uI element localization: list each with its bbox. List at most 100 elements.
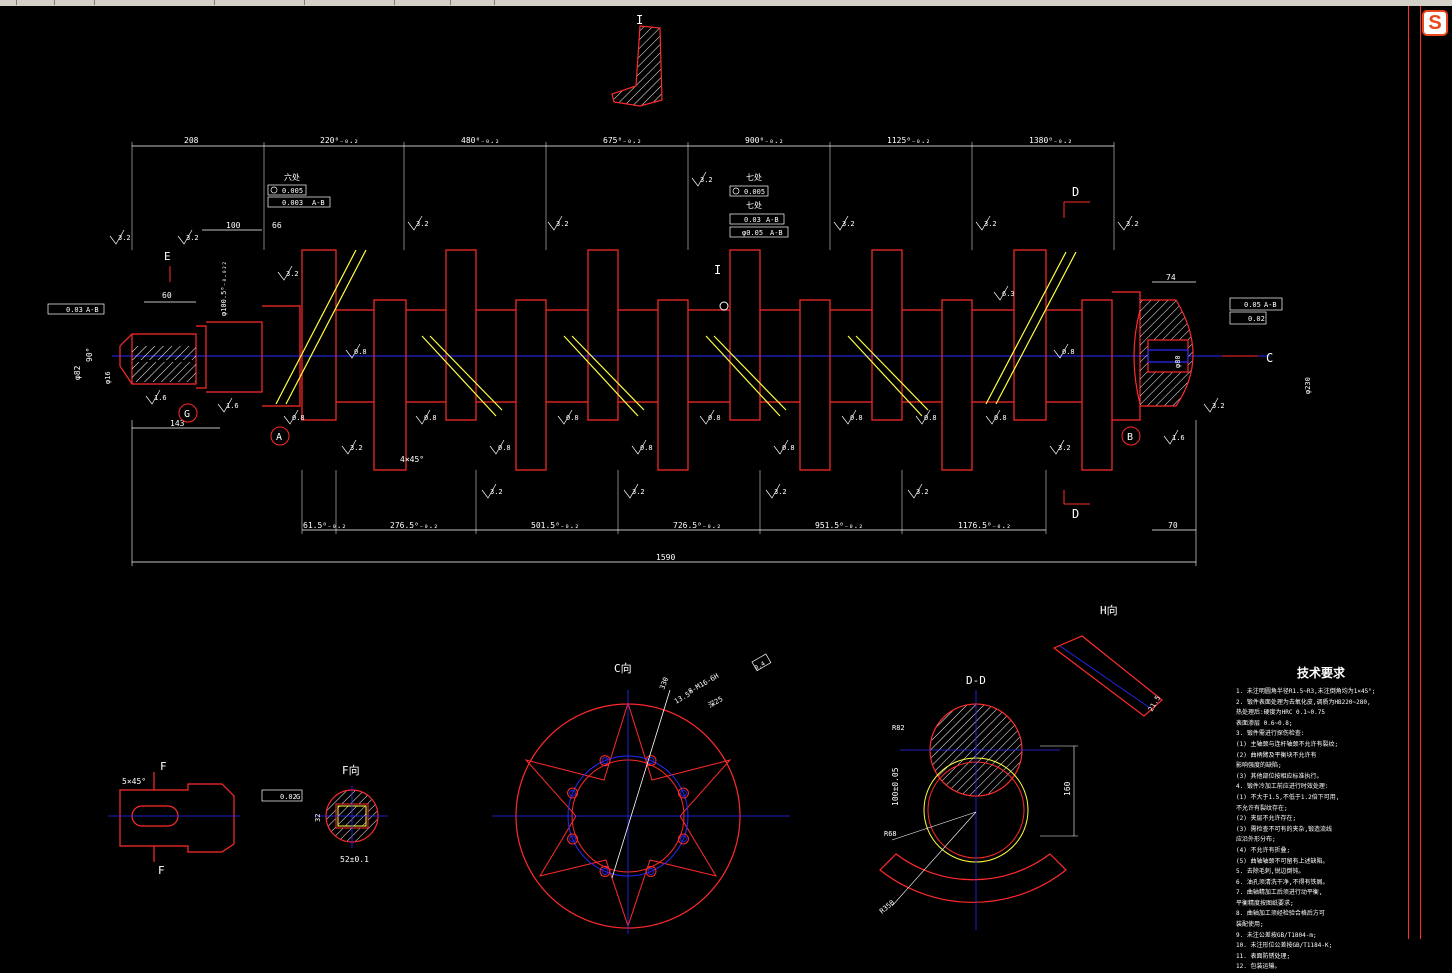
roughness-value: 3.2 bbox=[286, 270, 299, 278]
oil-hole-line bbox=[571, 335, 645, 411]
overall-length-label: 1590 bbox=[656, 553, 675, 562]
roughness-symbol bbox=[765, 483, 781, 499]
svg-text:六处: 六处 bbox=[284, 172, 300, 182]
section-d-top-label: D bbox=[1072, 185, 1079, 199]
bolt-hole-inner bbox=[680, 789, 687, 797]
tech-requirements-list: 1. 未注明圆角半径R1.5~R3,未注倒角均为1×45°;2. 锻件表面处理为… bbox=[1236, 687, 1406, 973]
svg-text:H向: H向 bbox=[1100, 603, 1118, 617]
datum-b-label: B bbox=[1127, 432, 1133, 443]
toolbar-button[interactable] bbox=[40, 0, 55, 5]
svg-text:0.005: 0.005 bbox=[744, 188, 765, 196]
roughness-symbol bbox=[993, 285, 1009, 301]
dim-bottom-label: 726.5⁰₋₀.₂ bbox=[673, 521, 721, 530]
bolt-hole-inner bbox=[680, 835, 687, 843]
toolbar-button[interactable] bbox=[80, 0, 95, 5]
tech-line: 应沿外形分布; bbox=[1236, 836, 1276, 844]
oil-hole-line bbox=[855, 335, 929, 411]
tech-line: 5. 去除毛刺,锐边倒钝。 bbox=[1236, 868, 1305, 876]
tech-line: (1) 不大于1.5,不低于1.2倍下可用, bbox=[1236, 793, 1340, 801]
roughness-value: 0.8 bbox=[924, 414, 937, 422]
roughness-value: 3.2 bbox=[842, 220, 855, 228]
svg-text:160: 160 bbox=[1063, 781, 1072, 796]
roughness-symbol bbox=[481, 483, 497, 499]
svg-text:φ0.05: φ0.05 bbox=[742, 229, 763, 237]
crank-web bbox=[871, 249, 903, 421]
crank-web bbox=[799, 299, 831, 471]
view-c-label: C bbox=[1266, 351, 1273, 365]
tech-line: 7. 曲轴精加工后须进行动平衡, bbox=[1236, 889, 1323, 897]
dim-bottom-label: 276.5⁰₋₀.₂ bbox=[390, 521, 438, 530]
dim-top-label: 480⁰₋₀.₂ bbox=[461, 136, 500, 145]
roughness-value: 6.3 bbox=[1002, 290, 1015, 298]
roughness-value: 0.8 bbox=[566, 414, 579, 422]
roughness-symbol bbox=[699, 409, 715, 425]
svg-text:A-B: A-B bbox=[1264, 301, 1277, 309]
crank-web bbox=[1081, 299, 1113, 471]
tech-line: 2. 锻件表面处理为去氧化皮,调质为HB220~280, bbox=[1236, 698, 1371, 706]
svg-text:D-D: D-D bbox=[966, 674, 986, 687]
tech-line: (3) 其他部位按相应标准执行。 bbox=[1236, 772, 1323, 780]
roughness-value: 0.8 bbox=[498, 444, 511, 452]
roughness-symbol bbox=[773, 439, 789, 455]
roughness-value: 3.2 bbox=[1058, 444, 1071, 452]
right-shaft-end bbox=[1112, 291, 1194, 421]
roughness-value: 3.2 bbox=[186, 234, 199, 242]
roughness-symbol bbox=[1049, 439, 1065, 455]
datum-g-label: G bbox=[184, 409, 190, 420]
sogou-ime-icon[interactable]: S bbox=[1422, 10, 1448, 36]
roughness-value: 0.8 bbox=[782, 444, 795, 452]
toolbar-button[interactable] bbox=[480, 0, 495, 5]
roughness-symbol bbox=[415, 409, 431, 425]
toolbar-button[interactable] bbox=[2, 0, 17, 5]
dim-bottom-label: 951.5⁰₋₀.₂ bbox=[815, 521, 863, 530]
view-h: H向 21.5 bbox=[1052, 603, 1163, 717]
tolerance-frame-seven: 七处 0.005 七处 0.03 A-B φ0.05 A-B bbox=[729, 172, 789, 238]
svg-text:R82: R82 bbox=[892, 724, 905, 732]
svg-text:0.02: 0.02 bbox=[280, 793, 297, 801]
svg-text:0.4: 0.4 bbox=[754, 660, 767, 672]
tolerance-frame-right: 0.05 A-B 0.02 bbox=[1229, 297, 1283, 325]
dim-60: 60 bbox=[162, 291, 172, 300]
svg-text:0.02: 0.02 bbox=[1248, 315, 1265, 323]
toolbar-button[interactable] bbox=[380, 0, 395, 5]
bolt-hole bbox=[567, 833, 579, 845]
left-dia-16: φ16 bbox=[104, 371, 112, 384]
roughness-value: 0.8 bbox=[292, 414, 305, 422]
toolbar-button[interactable] bbox=[196, 0, 215, 5]
oil-hole-diagonal bbox=[985, 251, 1067, 405]
detail-i-leader-label: I bbox=[714, 263, 721, 277]
drawing-canvas[interactable] bbox=[0, 6, 1452, 939]
tech-line: 11. 表面防锈处理; bbox=[1236, 952, 1291, 960]
bolt-hole-inner bbox=[569, 835, 576, 843]
detail-i-view: I bbox=[611, 13, 663, 107]
tech-line: (4) 不允许有折叠; bbox=[1236, 846, 1291, 854]
roughness-symbol bbox=[557, 409, 573, 425]
svg-text:5×45°: 5×45° bbox=[122, 777, 146, 786]
journal-edge bbox=[546, 309, 588, 403]
crank-web bbox=[373, 299, 407, 471]
svg-text:100±0.05: 100±0.05 bbox=[891, 767, 900, 806]
roughness-value: 0.8 bbox=[994, 414, 1007, 422]
roughness-symbol bbox=[283, 409, 299, 425]
bolt-hole bbox=[599, 755, 611, 767]
bolt-hole bbox=[567, 787, 579, 799]
toolbar-button[interactable] bbox=[290, 0, 305, 5]
dim-bottom-label: 61.5⁰₋₀.₂ bbox=[303, 521, 346, 530]
toolbar-button[interactable] bbox=[436, 0, 451, 5]
crank-web bbox=[941, 299, 973, 471]
svg-text:0.003: 0.003 bbox=[282, 199, 303, 207]
tech-line: 影响强度的缺陷; bbox=[1236, 762, 1282, 770]
tech-line: 4. 锻件冷加工前应进行时效处理: bbox=[1236, 783, 1329, 791]
dim-74: 74 bbox=[1166, 273, 1176, 282]
main-journal-dia: φ100.5⁰₋₀.₀₂₂ bbox=[220, 261, 228, 316]
journal-edge bbox=[830, 309, 872, 403]
oil-hole-line bbox=[429, 335, 503, 411]
tech-line: 不允许有裂纹存在; bbox=[1236, 804, 1288, 812]
bolt-hole-inner bbox=[601, 757, 609, 764]
bolt-hole-inner bbox=[601, 868, 609, 875]
roughness-symbol bbox=[109, 229, 125, 245]
dim-top-label: 900⁰₋₀.₂ bbox=[745, 136, 784, 145]
dim-top-label: 1125⁰₋₀.₂ bbox=[887, 136, 930, 145]
